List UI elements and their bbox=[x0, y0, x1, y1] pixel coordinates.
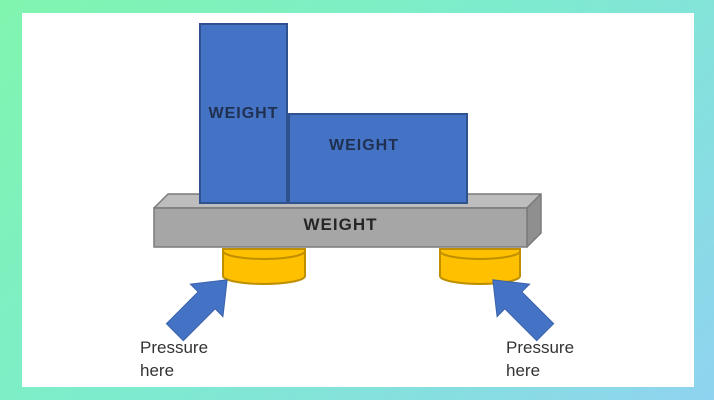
pressure-foot-right bbox=[439, 248, 521, 285]
weight-block-wide-label: WEIGHT bbox=[329, 136, 399, 154]
platform-weight-label: WEIGHT bbox=[303, 214, 378, 234]
arrow-up-right-icon bbox=[165, 279, 228, 342]
pressure-foot-left bbox=[222, 248, 306, 285]
cylinder-right-body bbox=[439, 248, 521, 285]
cylinder-right-rim bbox=[439, 250, 521, 260]
arrow-up-left-icon bbox=[492, 279, 555, 342]
weight-block-tall: WEIGHT bbox=[199, 23, 288, 204]
cylinder-left-rim bbox=[222, 250, 306, 260]
pressure-caption-right: Pressure here bbox=[506, 338, 575, 380]
weight-block-tall-label: WEIGHT bbox=[208, 104, 279, 122]
platform-front-face bbox=[153, 207, 528, 248]
pressure-caption-left: Pressure here bbox=[140, 338, 209, 380]
weight-block-wide: WEIGHT bbox=[288, 113, 468, 204]
cylinder-left-body bbox=[222, 248, 306, 285]
